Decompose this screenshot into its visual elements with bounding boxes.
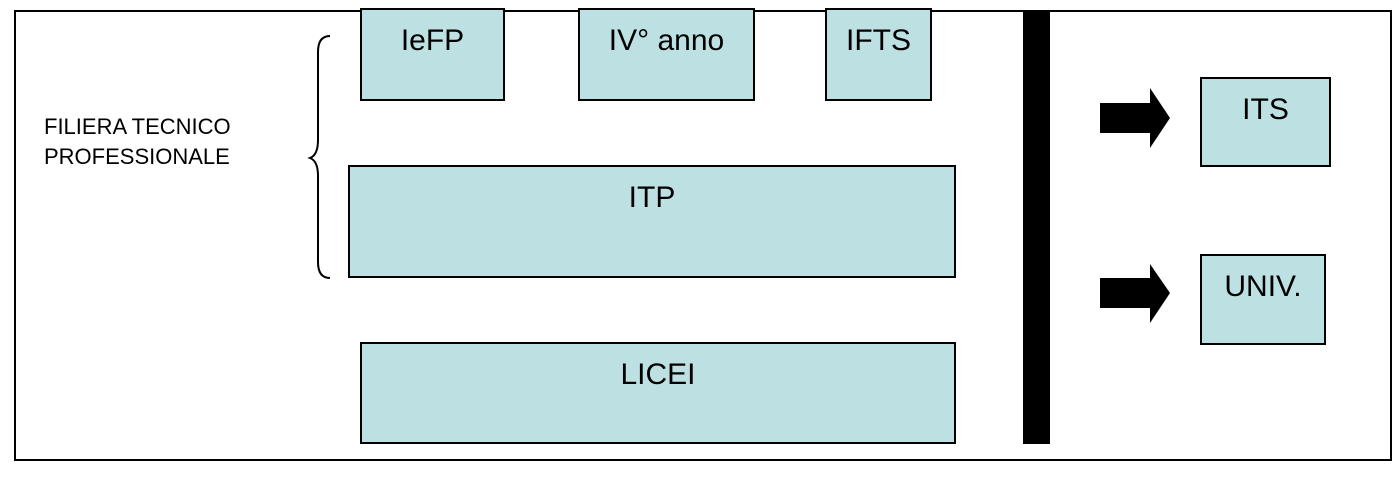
filiera-label-line2: PROFESSIONALE <box>44 144 230 169</box>
divider-bar <box>1023 10 1050 444</box>
arrow-to-univ <box>1100 264 1170 323</box>
box-univ-label: UNIV. <box>1224 270 1302 303</box>
box-ifts: IFTS <box>825 8 932 101</box>
filiera-label: FILIERA TECNICO PROFESSIONALE <box>44 112 304 172</box>
box-iefp: IeFP <box>360 8 505 101</box>
arrow-to-its <box>1100 88 1170 148</box>
box-iv-anno-label: IV° anno <box>608 24 725 57</box>
box-iefp-label: IeFP <box>400 24 465 57</box>
filiera-label-line1: FILIERA TECNICO <box>44 114 231 139</box>
curly-brace <box>307 35 331 279</box>
box-univ: UNIV. <box>1200 254 1326 345</box>
box-its-label: ITS <box>1242 93 1289 126</box>
box-licei: LICEI <box>360 342 956 444</box>
box-itp: ITP <box>348 165 956 278</box>
box-licei-label: LICEI <box>620 358 696 391</box>
box-itp-label: ITP <box>628 181 676 214</box>
box-iv-anno: IV° anno <box>578 8 755 101</box>
box-its: ITS <box>1200 77 1331 167</box>
box-ifts-label: IFTS <box>846 24 911 57</box>
